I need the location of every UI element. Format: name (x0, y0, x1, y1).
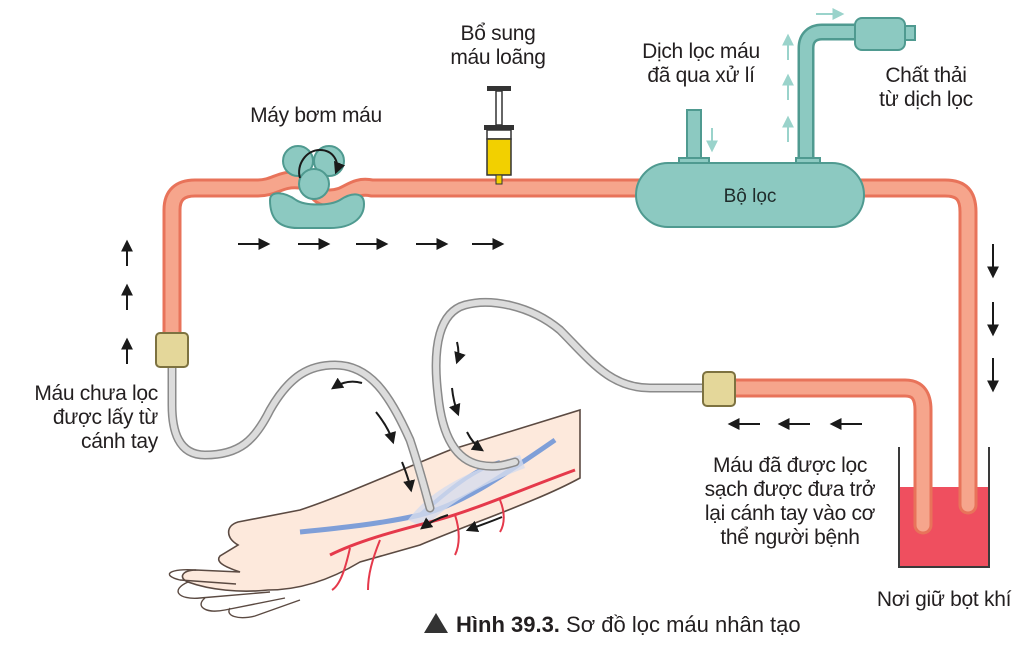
label-clean-line4: thể người bệnh (720, 526, 860, 549)
label-unfiltered-line1: Máu chưa lọc (34, 382, 158, 405)
figure-caption: Hình 39.3. Sơ đồ lọc máu nhân tạo (424, 612, 801, 638)
tube-connector-left (155, 332, 189, 368)
artery (367, 539, 381, 591)
label-filter: Bộ lọc (723, 186, 777, 207)
artery (331, 547, 351, 591)
arm-skin (181, 408, 581, 592)
artery (454, 514, 460, 556)
artery (499, 499, 505, 533)
label-supplement-line2: máu loãng (450, 46, 546, 69)
label-clean-line3: lại cánh tay vào cơ (704, 502, 876, 525)
label-clean-blood: Máu đã được lọc sạch được đưa trở lại cá… (690, 454, 890, 550)
syringe (484, 86, 514, 185)
label-treated-fluid-line1: Dịch lọc máu (642, 40, 760, 63)
finger-line (200, 597, 286, 612)
label-unfiltered-line2: được lấy từ (52, 406, 158, 429)
caption-triangle-icon (424, 613, 448, 633)
finger-line (228, 599, 301, 619)
label-clean-line1: Máu đã được lọc (712, 454, 868, 477)
pump-rotation-arrow (298, 148, 346, 179)
label-supplement: Bổ sung máu loãng (432, 22, 564, 70)
label-unfiltered-line3: cánh tay (81, 430, 158, 453)
label-clean-line2: sạch được đưa trở (704, 478, 876, 501)
label-pump: Máy bơm máu (250, 104, 382, 127)
flow-arrows (121, 238, 999, 533)
label-unfiltered-blood: Máu chưa lọc được lấy từ cánh tay (8, 382, 158, 454)
label-waste-line1: Chất thải (885, 64, 967, 87)
filter-unit (635, 162, 865, 228)
figure-title: Sơ đồ lọc máu nhân tạo (566, 612, 801, 637)
dialysate-arrows (706, 8, 845, 153)
finger-line (168, 568, 237, 585)
forearm-illustration (168, 408, 581, 619)
clear-tubing (167, 297, 717, 513)
label-treated-fluid-line2: đã qua xử lí (647, 64, 755, 87)
label-bubble-trap: Nơi giữ bọt khí (876, 588, 1012, 611)
tube-connector-right (702, 371, 736, 407)
label-treated-fluid: Dịch lọc máu đã qua xử lí (616, 40, 786, 88)
fistula (408, 455, 525, 528)
label-waste-line2: từ dịch lọc (879, 88, 973, 111)
label-waste: Chất thải từ dịch lọc (856, 64, 996, 112)
finger-line (177, 581, 271, 599)
figure-number: Hình 39.3. (456, 612, 560, 637)
label-supplement-line1: Bổ sung (460, 22, 536, 45)
blood-pump (268, 145, 366, 229)
